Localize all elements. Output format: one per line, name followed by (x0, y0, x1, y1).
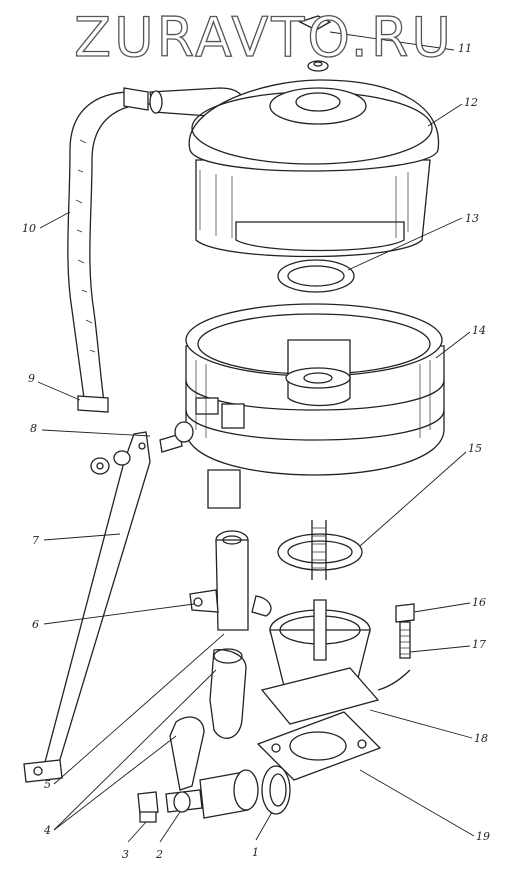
callout-11: 11 (458, 42, 472, 55)
callout-9: 9 (28, 372, 35, 385)
callout-3: 3 (122, 848, 129, 861)
callout-2: 2 (155, 848, 163, 861)
callout-5: 5 (44, 778, 51, 791)
callout-14: 14 (472, 324, 486, 337)
callout-12: 12 (464, 96, 478, 109)
screw (377, 603, 415, 691)
gasket-ring (277, 259, 355, 293)
callout-10: 10 (22, 222, 36, 235)
air-cleaner-cover (188, 79, 440, 258)
support-bracket (23, 431, 151, 783)
watermark: ZURAVTO.RU (73, 5, 454, 69)
lower-fittings (137, 716, 291, 823)
callout-4: 4 (43, 824, 51, 837)
bolt-washer-nut (90, 421, 194, 475)
callout-7: 7 (32, 534, 39, 547)
callout-6: 6 (32, 618, 39, 631)
wing-nut (298, 15, 332, 72)
leader-lines (37, 31, 475, 843)
callout-18: 18 (474, 732, 488, 745)
hose-segment (209, 648, 247, 739)
callout-15: 15 (468, 442, 482, 455)
callout-16: 16 (472, 596, 486, 609)
callout-8: 8 (30, 422, 37, 435)
breather-hose (67, 87, 151, 413)
callout-19: 19 (476, 830, 490, 843)
filter-ring (277, 520, 363, 580)
callout-17: 17 (472, 638, 486, 651)
filter-base (260, 599, 380, 725)
callout-13: 13 (465, 212, 479, 225)
elbow-pipe (189, 530, 272, 631)
callout-labels: 11 12 13 14 15 16 17 18 19 10 9 8 7 6 5 … (22, 42, 490, 861)
callout-1: 1 (252, 846, 259, 859)
air-cleaner-housing (185, 303, 445, 509)
